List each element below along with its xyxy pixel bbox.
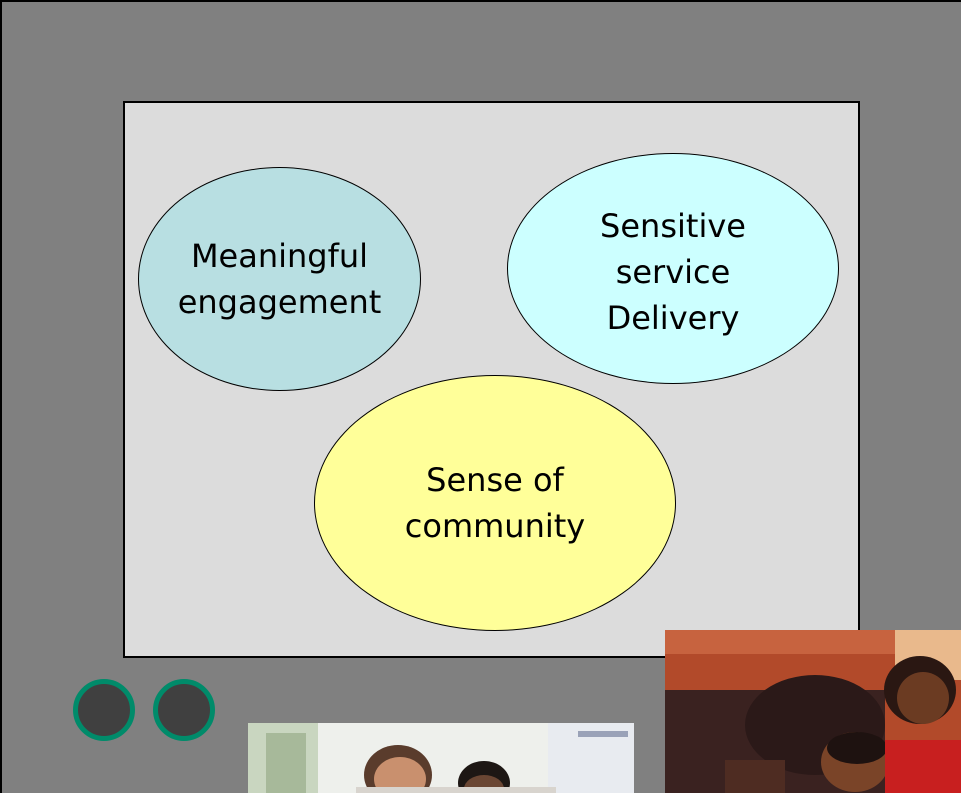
slide-left-border <box>0 0 2 793</box>
photo-family-image <box>665 630 961 793</box>
oval-sense-of-community: Sense of community <box>314 375 676 631</box>
oval-meaningful-engagement: Meaningful engagement <box>138 167 421 391</box>
photo-two-men <box>248 723 634 793</box>
slide-top-border <box>0 0 961 2</box>
photo-family <box>665 630 961 793</box>
decorative-bullet-1 <box>73 679 135 741</box>
photo-two-men-image <box>248 723 634 793</box>
oval-sensitive-service-delivery: Sensitive service Delivery <box>507 153 839 384</box>
decorative-bullet-2 <box>153 679 215 741</box>
